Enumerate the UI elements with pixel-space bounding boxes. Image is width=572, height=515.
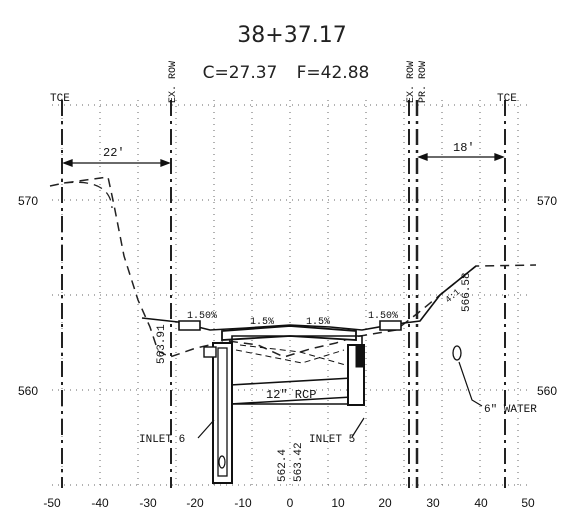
- slope-right-lane: 1.5%: [306, 317, 330, 328]
- tce-right-label: TCE: [497, 93, 517, 105]
- arrowhead: [160, 159, 171, 167]
- inlet-5-label: INLET 5: [309, 434, 355, 446]
- pipe-label: 12" RCP: [266, 388, 316, 402]
- inlet-6-leader: [197, 419, 215, 439]
- inlet-6-inner: [217, 347, 228, 477]
- proposed-section: [141, 265, 477, 405]
- x-tick: -30: [139, 496, 157, 510]
- station-label: 38+37.17: [237, 23, 346, 48]
- slope-left-lane: 1.5%: [250, 317, 274, 328]
- elevation-right: 566.58: [461, 272, 473, 312]
- slope-right-shoulder: 1.50%: [368, 311, 398, 322]
- curb-right: [379, 320, 402, 331]
- slope-left-shoulder: 1.50%: [187, 311, 217, 322]
- y-tick-left-560: 560: [18, 384, 38, 398]
- elevation-left: 563.91: [156, 324, 168, 364]
- ex-row-right-label: EX. ROW: [406, 61, 417, 103]
- elevation-center-2: 563.42: [293, 442, 305, 482]
- inlet-6-structure: [203, 342, 233, 484]
- cut-value: C=27.37: [203, 63, 278, 83]
- dimension-left-label: 22': [103, 146, 125, 160]
- inlet-5-structure: [347, 344, 365, 406]
- curb-left: [178, 320, 201, 331]
- pr-row-right-label: PR. ROW: [418, 61, 429, 103]
- y-tick-right-560: 560: [537, 384, 557, 398]
- y-tick-right-570: 570: [537, 194, 557, 208]
- rcp-pipe: [229, 377, 353, 405]
- dimension-right-label: 18': [453, 141, 475, 155]
- arrowhead: [494, 153, 505, 161]
- x-tick: 0: [287, 496, 294, 510]
- inner-hatch: [235, 344, 357, 369]
- water-leader: [458, 361, 483, 407]
- ex-row-left-label: EX. ROW: [168, 61, 179, 103]
- x-tick: -10: [234, 496, 252, 510]
- water-label: 6" WATER: [484, 404, 537, 416]
- x-tick: 10: [331, 496, 345, 510]
- x-tick: 20: [378, 496, 392, 510]
- x-tick: -20: [186, 496, 204, 510]
- tce-left-label: TCE: [50, 93, 70, 105]
- arrowhead: [417, 153, 428, 161]
- dimension-left: [62, 159, 171, 167]
- pipe-top: [229, 377, 353, 386]
- pipe-bottom: [229, 396, 353, 405]
- x-tick: -40: [91, 496, 109, 510]
- arrowhead: [62, 159, 73, 167]
- y-tick-left-570: 570: [18, 194, 38, 208]
- x-tick: 50: [521, 496, 535, 510]
- existing-ground-left-cut: [63, 181, 113, 209]
- x-tick: -50: [43, 496, 61, 510]
- elevation-center-1: 562.4: [277, 449, 289, 482]
- x-tick: 30: [426, 496, 440, 510]
- inlet-6-invert: [218, 455, 226, 469]
- inlet-5-leader: [351, 417, 365, 438]
- x-tick: 40: [474, 496, 488, 510]
- inlet-5-top: [355, 344, 365, 368]
- fill-value: F=42.88: [297, 63, 370, 83]
- row-lines: [61, 100, 506, 488]
- grid: [52, 100, 532, 488]
- dimension-right: [417, 153, 505, 161]
- inlet-6-label: INLET 6: [139, 434, 185, 446]
- water-main: [452, 345, 462, 361]
- inlet-6-top: [203, 346, 217, 358]
